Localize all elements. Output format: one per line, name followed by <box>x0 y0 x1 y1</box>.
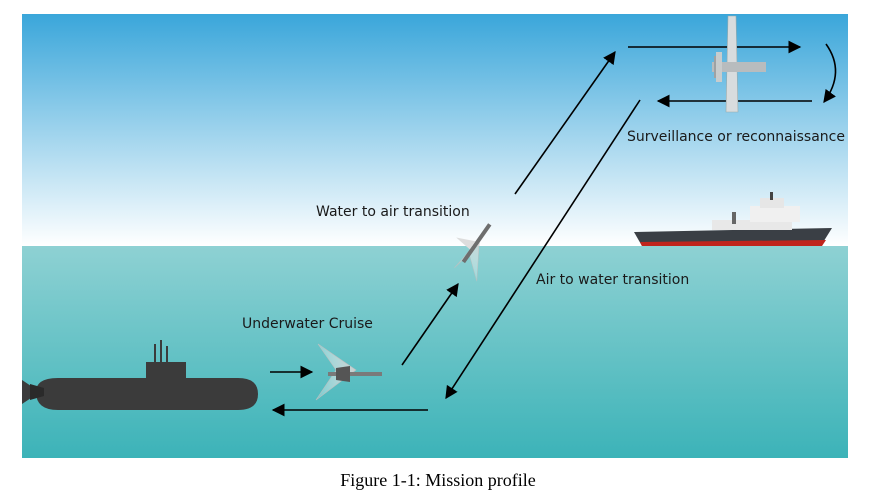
drone-icon-underwater <box>315 343 382 401</box>
sky <box>22 14 848 246</box>
ship-icon <box>634 192 832 246</box>
sea <box>22 246 848 458</box>
mission-profile-diagram: Surveillance or reconnaissance Water to … <box>22 14 848 458</box>
label-underwater-cruise: Underwater Cruise <box>242 316 373 332</box>
arrow-turnaround <box>823 43 837 104</box>
arrow-ascent-upper <box>514 50 616 195</box>
arrow-ascent-lower <box>401 282 459 366</box>
drone-icon-transition <box>454 223 492 282</box>
label-water-to-air: Water to air transition <box>316 204 470 220</box>
submarine-icon <box>22 340 258 410</box>
figure-caption: Figure 1-1: Mission profile <box>340 470 536 490</box>
label-surveillance: Surveillance or reconnaissance <box>627 129 845 145</box>
label-air-to-water: Air to water transition <box>536 272 689 288</box>
aircraft-icon <box>712 15 766 113</box>
arrow-descent <box>445 99 641 400</box>
